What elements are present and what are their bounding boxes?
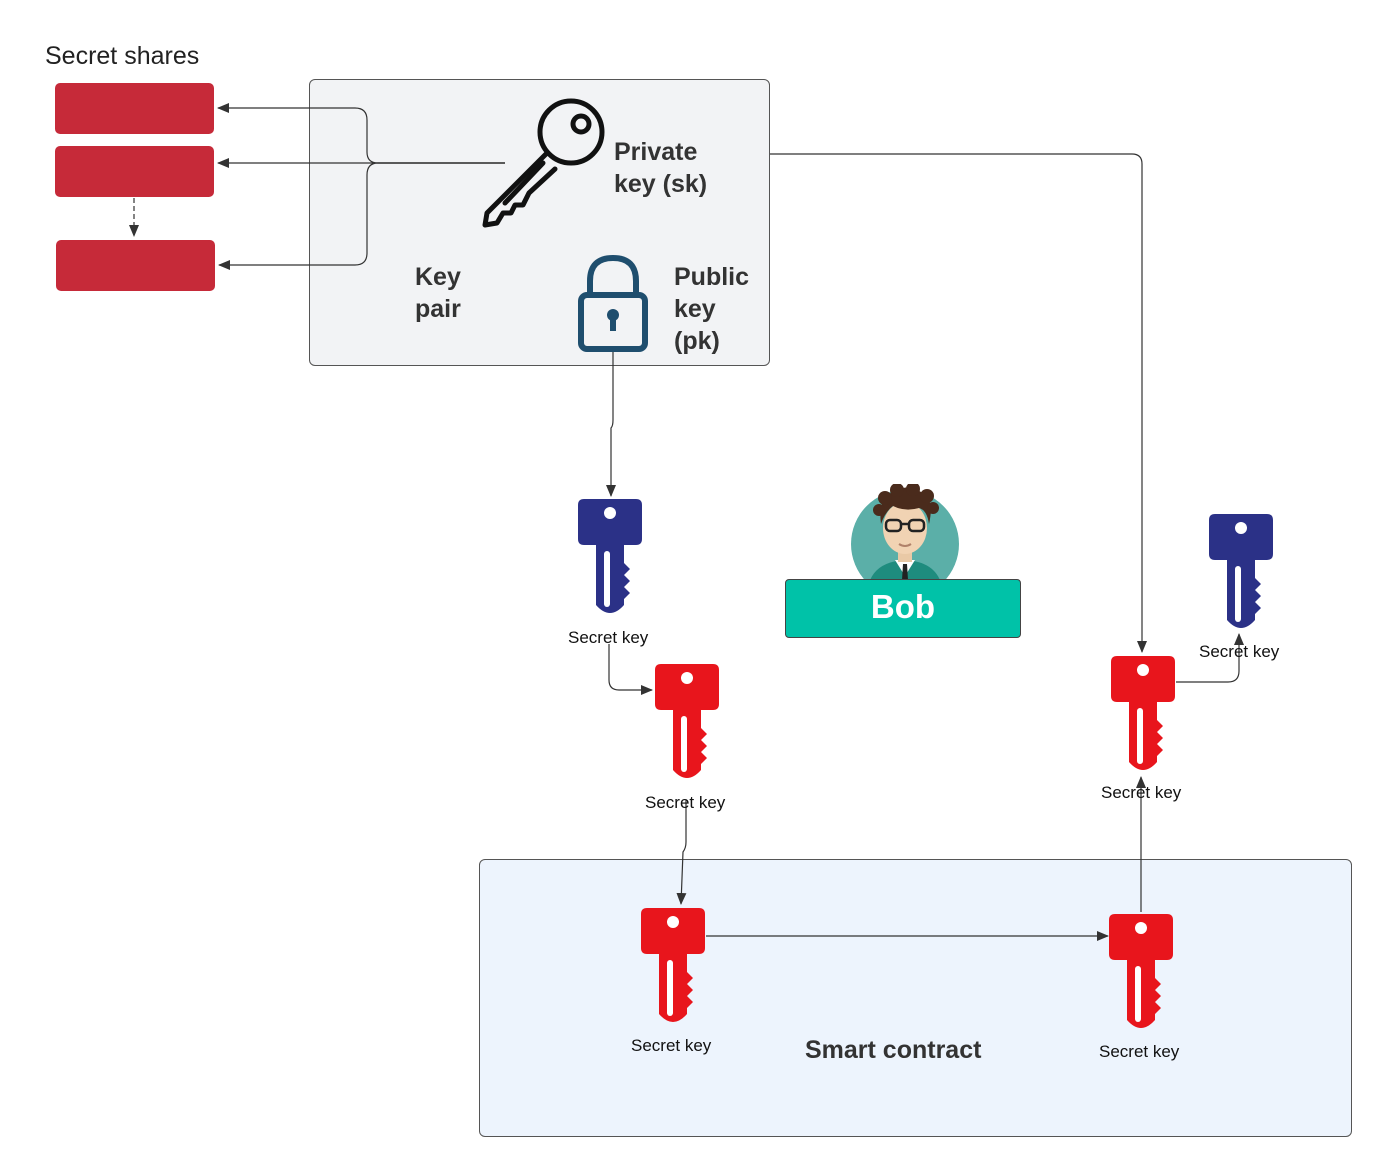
smart-contract-label: Smart contract	[805, 1036, 982, 1064]
connector-pk-bluekey	[606, 352, 616, 497]
key-pair-label: Key pair	[415, 263, 461, 323]
connector-sk-rightredkey	[770, 153, 1147, 653]
secret-key-label: Secret key	[1101, 783, 1182, 802]
red-key-icon-contract-1[interactable]	[641, 908, 705, 1028]
blue-key-icon-1[interactable]	[578, 499, 642, 619]
secret-shares-title: Secret shares	[45, 42, 200, 70]
blue-key-icon-right[interactable]	[1209, 514, 1273, 634]
bob-banner[interactable]: Bob	[785, 579, 1021, 638]
connector-sk-share3	[218, 162, 505, 270]
secret-share-3[interactable]	[56, 240, 215, 291]
bob-name: Bob	[870, 588, 936, 625]
person-avatar-icon	[851, 484, 959, 584]
secret-key-label: Secret key	[631, 1036, 712, 1055]
public-key-label: Public key (pk)	[674, 263, 750, 355]
connector-rightred-rightblue	[1176, 633, 1244, 683]
connector-redkey-contractkey	[676, 800, 687, 905]
red-key-icon-right[interactable]	[1111, 656, 1175, 776]
smart-contract-box	[479, 859, 1352, 1137]
red-key-icon-1[interactable]	[655, 664, 719, 784]
secret-key-label: Secret key	[1099, 1042, 1180, 1061]
secret-share-1[interactable]	[55, 83, 214, 134]
connector-sk-share1	[217, 103, 505, 164]
secret-key-label: Secret key	[568, 628, 649, 647]
secret-key-label: Secret key	[645, 793, 726, 812]
private-key-label: Private key (sk)	[614, 138, 708, 198]
padlock-icon	[578, 254, 648, 352]
secret-share-2[interactable]	[55, 146, 214, 197]
connector-bluekey-redkey	[608, 644, 653, 695]
red-key-icon-contract-2[interactable]	[1109, 914, 1173, 1034]
secret-key-label: Secret key	[1199, 642, 1280, 661]
key-outline-icon	[482, 98, 605, 228]
